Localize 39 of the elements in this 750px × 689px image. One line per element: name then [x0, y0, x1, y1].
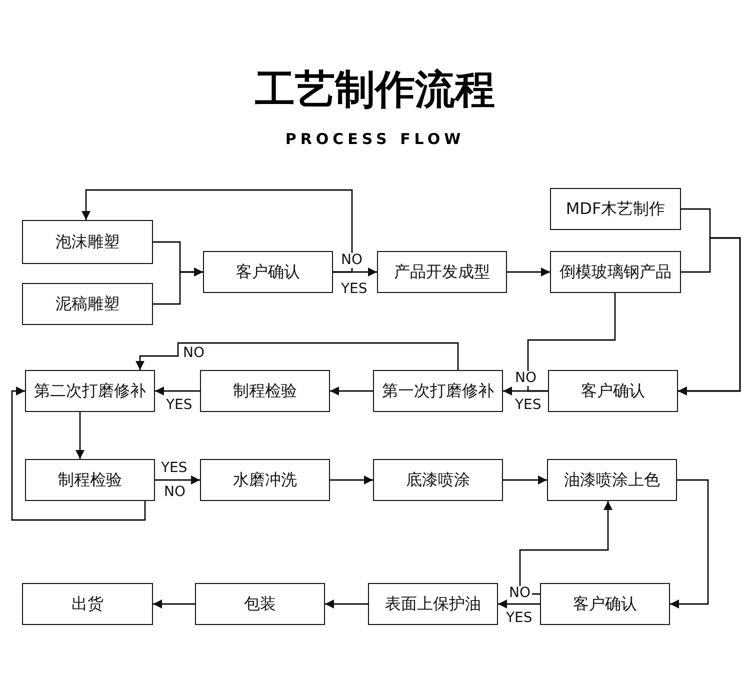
arrow	[76, 412, 84, 459]
process-box: 制程检验	[25, 459, 155, 501]
process-box: 产品开发成型	[377, 251, 507, 293]
edge-label: NO	[340, 253, 364, 268]
process-box: 倒模玻璃钢产品	[550, 251, 681, 293]
arrow	[503, 476, 547, 484]
arrow	[519, 501, 612, 595]
arrow	[155, 386, 200, 396]
arrow	[153, 268, 203, 305]
arrow	[670, 479, 709, 608]
title: 工艺制作流程	[255, 65, 495, 115]
arrow	[330, 476, 373, 484]
arrow	[153, 600, 195, 608]
arrow	[325, 600, 368, 608]
process-box: MDF木艺制作	[550, 188, 681, 230]
arrow	[507, 268, 550, 276]
process-box: 客户确认	[548, 370, 678, 412]
process-box: 出货	[22, 583, 153, 625]
process-box: 第一次打磨修补	[373, 370, 503, 412]
process-box: 泡沫雕塑	[22, 220, 153, 264]
arrow	[498, 600, 540, 608]
process-box: 第二次打磨修补	[25, 370, 155, 412]
arrow	[82, 189, 353, 273]
process-box: 表面上保护油	[368, 583, 498, 625]
process-box: 泥稿雕塑	[22, 283, 153, 325]
process-box: 油漆喷涂上色	[547, 459, 677, 501]
process-box: 水磨冲洗	[200, 459, 330, 501]
process-box: 包装	[195, 583, 325, 625]
arrow	[678, 237, 741, 396]
process-box: 底漆喷涂	[373, 459, 503, 501]
arrow	[155, 476, 200, 484]
process-box: 客户确认	[203, 251, 333, 293]
arrow	[330, 386, 373, 396]
arrow	[136, 342, 459, 370]
edge-label: NO	[514, 371, 538, 386]
process-box: 制程检验	[200, 370, 330, 412]
subtitle: PROCESS FLOW	[285, 130, 465, 148]
arrow	[11, 386, 146, 521]
process-box: 客户确认	[540, 583, 670, 625]
